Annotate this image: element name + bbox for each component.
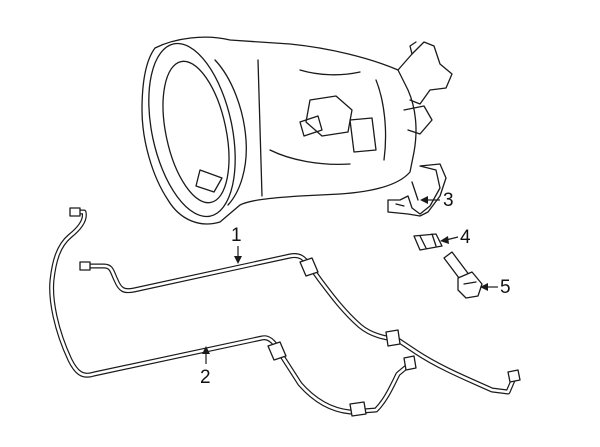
arrow-5: [480, 283, 488, 291]
bracket-part-3: [387, 163, 447, 217]
callout-leaders: [202, 196, 498, 364]
bolt-part-5: [443, 251, 483, 299]
callout-3: 3: [443, 190, 454, 211]
arrow-1: [234, 256, 242, 264]
callout-1: 1: [231, 225, 242, 246]
callout-4: 4: [460, 227, 471, 248]
callout-5: 5: [500, 277, 511, 298]
cooler-line-part-2: [49, 207, 417, 417]
transmission-assembly: [141, 36, 453, 225]
arrow-4: [440, 236, 449, 244]
cooler-line-part-1: [79, 253, 521, 395]
arrow-3: [420, 196, 428, 204]
arrow-2: [202, 346, 210, 354]
clip-part-4: [413, 233, 443, 251]
callout-2: 2: [200, 367, 211, 388]
